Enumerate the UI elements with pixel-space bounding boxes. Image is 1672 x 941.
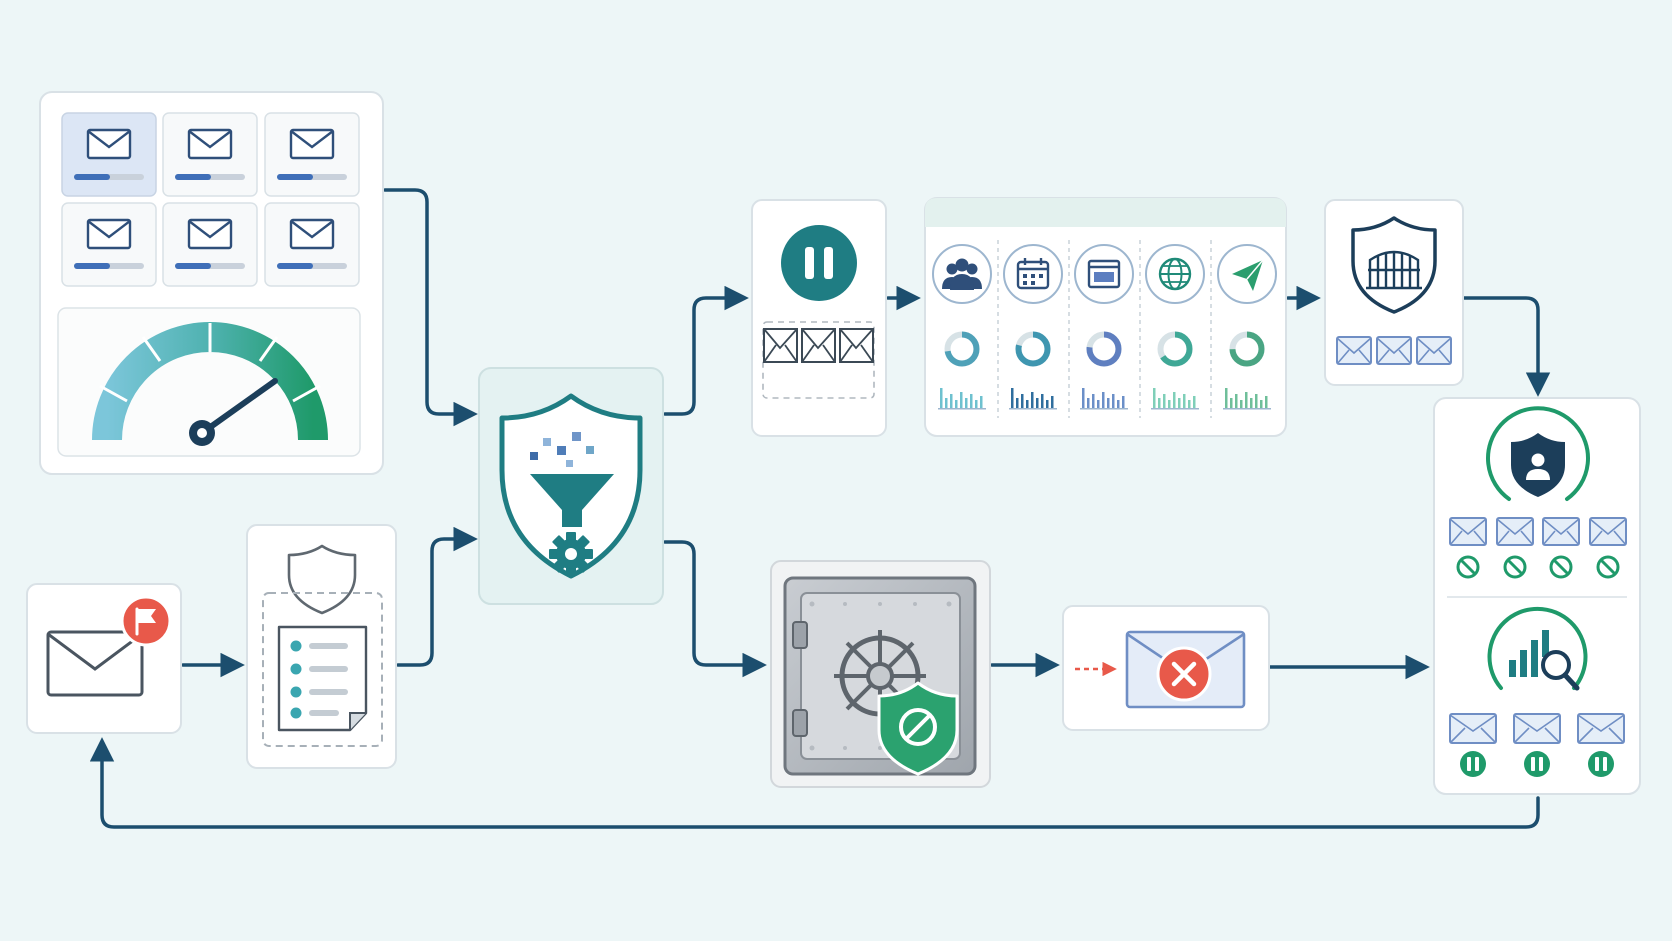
envelope-icon — [46, 630, 144, 697]
node-security-filter — [478, 367, 664, 605]
email-tile — [61, 112, 157, 197]
node-rejected-email — [1062, 605, 1270, 731]
progress-fill — [277, 263, 313, 269]
globe-icon — [1145, 244, 1205, 304]
pause-icon — [781, 225, 857, 301]
envelope-icon — [1336, 336, 1372, 365]
mini-bar-chart — [1080, 388, 1128, 410]
progress-fill — [74, 174, 110, 180]
email-tile — [162, 202, 258, 287]
envelope-icon — [86, 128, 132, 160]
edge-checklist-to-filter — [396, 526, 478, 667]
envelope-icon — [1513, 713, 1561, 744]
gauge-panel — [57, 307, 361, 457]
envelope-icon — [1416, 336, 1452, 365]
gate-icon — [1366, 250, 1422, 290]
user-shield-icon — [1486, 406, 1590, 501]
pause-icon — [1524, 751, 1550, 777]
email-tile — [264, 202, 360, 287]
envelope-icon — [1449, 713, 1497, 744]
vault-hinge — [792, 621, 808, 737]
progress-fill — [175, 263, 211, 269]
email-tile — [264, 112, 360, 197]
x-icon — [1156, 646, 1212, 702]
edge-review-to-reported — [89, 737, 1540, 829]
flag-icon — [120, 595, 172, 647]
envelope-icon — [289, 128, 335, 160]
shield-outline-icon — [287, 544, 357, 615]
progress-fill — [175, 174, 211, 180]
connectors — [89, 188, 1551, 829]
ring-chart — [1086, 331, 1122, 367]
envelope-icon — [1589, 517, 1627, 546]
envelope-icon — [289, 218, 335, 250]
envelope-icon — [763, 328, 798, 363]
edge-filter-to-hold — [663, 285, 749, 416]
node-policy-checklist — [246, 524, 397, 769]
data-particles — [530, 432, 594, 467]
envelope-icon — [187, 128, 233, 160]
email-tile — [61, 202, 157, 287]
mini-bar-chart — [1151, 388, 1199, 410]
checklist-icon — [277, 625, 368, 732]
node-gated-release — [1324, 199, 1464, 386]
envelope-icon — [86, 218, 132, 250]
pause-icon — [1460, 751, 1486, 777]
block-icon — [1549, 555, 1573, 579]
edge-filter-to-vault — [663, 540, 767, 678]
mini-bar-chart — [938, 388, 986, 410]
progress-fill — [277, 174, 313, 180]
speedometer-gauge — [92, 322, 328, 446]
envelope-icon — [187, 218, 233, 250]
block-icon — [1456, 555, 1480, 579]
mini-bar-chart — [1009, 388, 1057, 410]
node-quarantine-vault — [770, 560, 991, 788]
block-icon — [1596, 555, 1620, 579]
browser-icon — [1074, 244, 1134, 304]
envelope-icon — [1496, 517, 1534, 546]
pause-icon — [1588, 751, 1614, 777]
ring-chart — [1229, 331, 1265, 367]
ring-chart — [1157, 331, 1193, 367]
chart-search-icon — [1487, 606, 1588, 691]
gauge-needle — [199, 378, 278, 436]
block-icon — [1503, 555, 1527, 579]
envelope-icon — [1449, 517, 1487, 546]
email-tile — [162, 112, 258, 197]
progress-fill — [74, 263, 110, 269]
ring-chart — [1015, 331, 1051, 367]
node-review-summary — [1433, 397, 1641, 795]
mini-bar-chart — [1223, 388, 1271, 410]
envelope-icon — [1376, 336, 1412, 365]
shield-block-icon — [877, 681, 959, 776]
node-reported-email — [26, 583, 182, 734]
users-icon — [932, 244, 992, 304]
envelope-icon — [1542, 517, 1580, 546]
node-analysis-panel — [924, 197, 1287, 437]
calendar-icon — [1003, 244, 1063, 304]
funnel-icon — [530, 474, 614, 527]
ring-chart — [944, 331, 980, 367]
edge-mailbox-to-filter — [383, 188, 478, 427]
envelope-icon — [801, 328, 836, 363]
node-hold-queue — [751, 199, 887, 437]
send-icon — [1217, 244, 1277, 304]
node-mailbox-batch — [39, 91, 384, 475]
edge-gate-to-review — [1461, 296, 1551, 397]
envelope-icon — [1577, 713, 1625, 744]
envelope-icon — [839, 328, 874, 363]
gear-icon — [549, 532, 593, 576]
